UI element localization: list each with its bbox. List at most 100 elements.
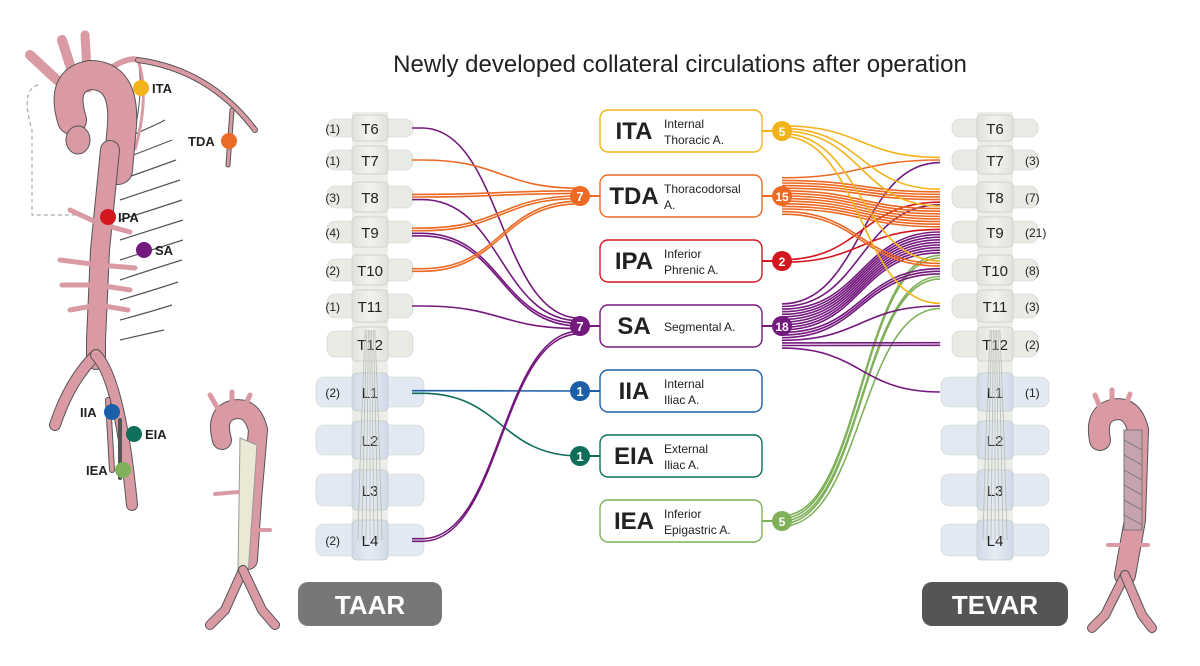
artery-name-line2: Epigastric A. xyxy=(664,523,731,537)
svg-text:18: 18 xyxy=(775,320,789,334)
artery-abbr: IPA xyxy=(615,248,653,275)
collateral-line xyxy=(781,244,941,323)
iia-location-dot xyxy=(104,404,120,420)
anatomy-label-sa: SA xyxy=(155,243,174,258)
artery-abbr: SA xyxy=(617,313,650,340)
collateral-line xyxy=(781,135,941,305)
vertebra-count: (3) xyxy=(1025,300,1040,314)
vertebra-label: T9 xyxy=(986,225,1004,242)
artery-name-line2: Phrenic A. xyxy=(664,263,719,277)
artery-name-line2: Iliac A. xyxy=(664,393,699,407)
tevar-count-badge-tda: 15 xyxy=(762,186,792,206)
collateral-line xyxy=(781,179,941,193)
vertebra-t9 xyxy=(976,216,1014,248)
anatomy-label-iia: IIA xyxy=(80,405,97,420)
collateral-line xyxy=(781,161,941,305)
tevar-label: TEVAR xyxy=(952,590,1038,620)
artery-name-line2: A. xyxy=(664,198,675,212)
tevar-label-badge: TEVAR xyxy=(922,582,1068,626)
collateral-line xyxy=(412,330,581,540)
vertebra-label: T6 xyxy=(986,121,1004,138)
collateral-line xyxy=(781,246,941,326)
collateral-line xyxy=(781,190,941,210)
vertebra-label: T9 xyxy=(361,225,379,242)
vertebra-count: (2) xyxy=(325,386,340,400)
vertebra-count: (4) xyxy=(325,226,340,240)
collateral-line xyxy=(412,235,581,327)
collateral-line xyxy=(781,278,941,525)
vertebra-count: (1) xyxy=(325,154,340,168)
collateral-line xyxy=(781,132,941,262)
collateral-line xyxy=(781,203,941,223)
vertebra-count: (21) xyxy=(1025,226,1046,240)
taar-count-badge-tda: 7 xyxy=(570,186,600,206)
vertebra-label: T11 xyxy=(983,299,1008,316)
vertebra-count: (3) xyxy=(325,191,340,205)
vertebra-t10 xyxy=(351,254,389,286)
collateral-line xyxy=(781,195,941,215)
tevar-count-badge-sa: 18 xyxy=(762,316,792,336)
collateral-line xyxy=(412,198,581,322)
vertebra-count: (7) xyxy=(1025,191,1040,205)
collateral-line xyxy=(781,233,941,313)
vertebra-t6 xyxy=(351,114,389,142)
collateral-links xyxy=(412,125,941,543)
vertebra-t9 xyxy=(351,216,389,248)
collateral-line xyxy=(781,197,941,218)
svg-text:1: 1 xyxy=(576,384,583,399)
svg-text:2: 2 xyxy=(779,255,786,269)
anatomy-label-ita: ITA xyxy=(152,81,173,96)
vertebra-count: (1) xyxy=(1025,386,1040,400)
anatomy-label-eia: EIA xyxy=(145,427,167,442)
svg-text:5: 5 xyxy=(779,125,786,139)
eia-location-dot xyxy=(126,426,142,442)
artery-abbr: IEA xyxy=(614,508,654,535)
svg-text:7: 7 xyxy=(576,319,583,334)
collateral-line xyxy=(781,127,941,190)
taar-count-badge-sa: 7 xyxy=(570,316,600,336)
collateral-line xyxy=(781,200,941,220)
vertebra-label: T6 xyxy=(361,121,379,138)
collateral-line xyxy=(781,228,941,264)
vertebra-label: T8 xyxy=(986,190,1004,207)
left-anatomy-illustration: ITA TDA IPA SA IIA EIA IEA xyxy=(25,30,258,511)
taar-count-badge-iia: 1 xyxy=(570,381,600,401)
taar-label-badge: TAAR xyxy=(298,582,442,626)
collateral-line xyxy=(412,197,581,232)
anatomy-label-ipa: IPA xyxy=(118,210,139,225)
collateral-line xyxy=(412,195,581,229)
collateral-line xyxy=(412,192,581,198)
artery-name-line1: Internal xyxy=(664,117,704,131)
tevar-count-badge-ita: 5 xyxy=(762,121,792,141)
vertebra-t11 xyxy=(976,289,1014,323)
vertebra-t6 xyxy=(976,114,1014,142)
ita-location-dot xyxy=(133,80,149,96)
collateral-line xyxy=(781,305,941,342)
collateral-line xyxy=(781,187,941,201)
ipa-location-dot xyxy=(100,209,116,225)
artery-name-line1: Inferior xyxy=(664,507,701,521)
artery-abbr: TDA xyxy=(609,183,658,210)
vertebra-label: T7 xyxy=(986,153,1004,170)
vertebra-count: (3) xyxy=(1025,154,1040,168)
svg-text:7: 7 xyxy=(576,189,583,204)
anatomy-label-tda: TDA xyxy=(188,134,215,149)
anatomy-label-iea: IEA xyxy=(86,463,108,478)
vertebra-t8 xyxy=(976,181,1014,213)
vertebra-count: (1) xyxy=(325,122,340,136)
vertebra-count: (8) xyxy=(1025,264,1040,278)
tda-location-dot xyxy=(221,133,237,149)
collateral-line xyxy=(412,203,581,273)
vertebra-count: (1) xyxy=(325,300,340,314)
svg-text:5: 5 xyxy=(779,515,786,529)
collateral-line xyxy=(412,190,581,196)
collateral-line xyxy=(781,249,941,329)
